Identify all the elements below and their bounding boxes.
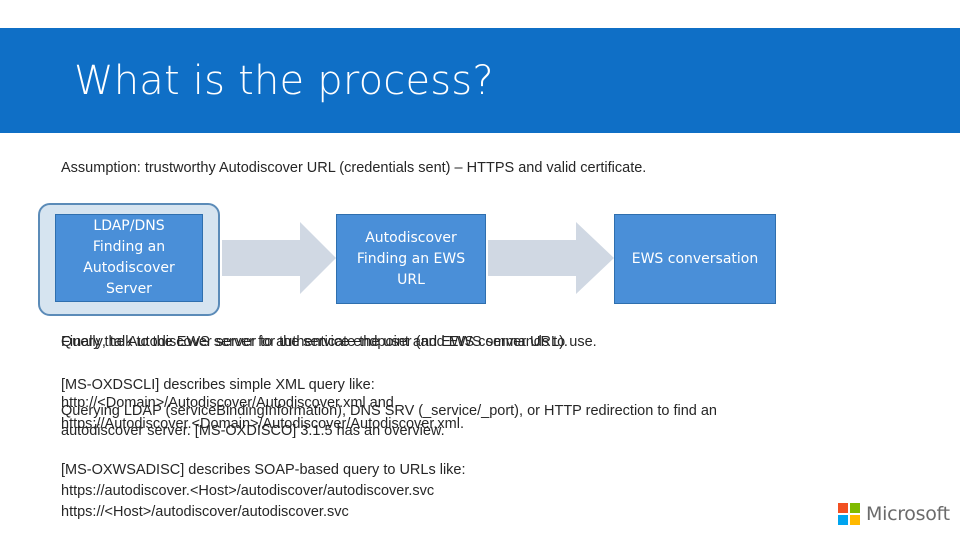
overlap-text-endpoint: Finally, talk to the EWS server for the …: [61, 334, 597, 350]
ldap-line-1: Querying LDAP (serviceBindingInformation…: [61, 403, 717, 419]
microsoft-logo-icon: [838, 503, 860, 525]
slide-title: What is the process?: [74, 58, 494, 104]
oxwsadisc-title: [MS-OXWSADISC] describes SOAP-based quer…: [61, 462, 466, 478]
arrow-right-icon: [488, 222, 614, 294]
step-line: Server: [106, 281, 152, 297]
logo-square: [850, 503, 860, 513]
oxwsadisc-url-1: https://autodiscover.<Host>/autodiscover…: [61, 483, 435, 499]
step-line: Autodiscover: [83, 260, 175, 276]
step-line: Autodiscover: [365, 229, 457, 246]
logo-square: [838, 503, 848, 513]
oxwsadisc-url-2: https://<Host>/autodiscover/autodiscover…: [61, 504, 349, 520]
oxdscli-url-http: http://<Domain>/Autodiscover/Autodiscove…: [61, 395, 394, 411]
microsoft-wordmark: Microsoft: [866, 503, 950, 525]
title-bar: [0, 28, 960, 133]
assumption-text: Assumption: trustworthy Autodiscover URL…: [61, 160, 647, 176]
overlap-text-query: Query the Autodiscover server to authent…: [61, 334, 568, 350]
ldap-line-2: autodiscover server. [MS-OXDISCO] 3.1.5 …: [61, 423, 445, 439]
step-line: LDAP/DNS: [93, 218, 165, 234]
step-line: EWS conversation: [631, 250, 759, 267]
step-autodiscover: Autodiscover Finding an EWS URL: [336, 214, 486, 304]
step-ews-conversation: EWS conversation: [614, 214, 776, 304]
oxdscli-title: [MS-OXDSCLI] describes simple XML query …: [61, 377, 375, 393]
arrow-right-icon: [222, 222, 336, 294]
logo-square: [838, 515, 848, 525]
microsoft-logo: Microsoft: [838, 503, 950, 525]
step-ldap-dns: LDAP/DNS Finding an Autodiscover Server: [55, 214, 203, 302]
step-line: URL: [397, 271, 425, 288]
logo-square: [850, 515, 860, 525]
step-line: Finding an: [92, 239, 166, 255]
oxdscli-url-https: https://Autodiscover.<Domain>/Autodiscov…: [61, 416, 464, 432]
step-line: Finding an EWS: [356, 250, 466, 267]
